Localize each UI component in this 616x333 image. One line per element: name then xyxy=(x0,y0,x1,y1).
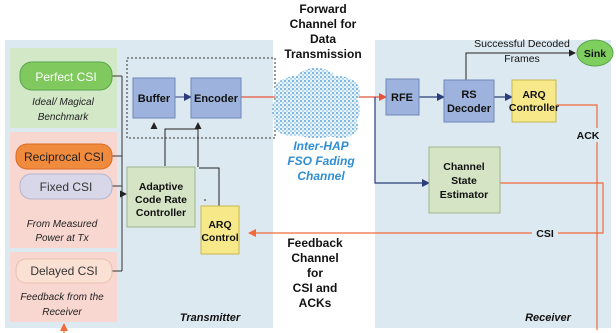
feedback-channel-line4: CSI and xyxy=(293,281,338,295)
feedback-channel-line3: for xyxy=(307,266,323,280)
successful-decoded-line1: Successful Decoded xyxy=(474,38,570,50)
csi-feedback-line xyxy=(248,182,604,237)
arq-controller-line1: ARQ xyxy=(522,89,545,101)
sink-label: Sink xyxy=(584,48,606,60)
feedback-channel-line5: ACKs xyxy=(299,296,332,310)
encoder-group-outline xyxy=(126,57,276,139)
adaptive-code-rate-controller-block xyxy=(126,166,196,228)
reciprocal-csi-option xyxy=(15,143,113,170)
forward-channel-line2: Channel for xyxy=(290,17,357,31)
rs-decoder-line1: RS xyxy=(461,89,476,101)
estimator-line2: State xyxy=(451,175,477,187)
arq-to-controller-link xyxy=(199,167,220,219)
successful-decoded-line2: Frames xyxy=(504,53,540,65)
adaptive-controller-line3: Controller xyxy=(136,207,186,219)
csi-feedback-label: CSI xyxy=(536,228,554,240)
ideal-note-line1: Ideal/ Magical xyxy=(32,97,94,108)
measured-note-line1: From Measured xyxy=(27,219,98,230)
forward-channel-line3: Data xyxy=(310,32,336,46)
adaptive-controller-line1: Adaptive xyxy=(139,181,184,193)
estimator-line1: Channel xyxy=(443,161,485,173)
rfe-label: RFE xyxy=(391,92,413,104)
forward-channel-line4: Transmission xyxy=(284,47,361,61)
rs-decoder-block xyxy=(443,79,495,123)
estimator-line3: Estimator xyxy=(440,189,488,201)
feedback-note-line2: Receiver xyxy=(42,307,82,318)
delayed-csi-label: Delayed CSI xyxy=(30,264,97,278)
perfect-csi-option xyxy=(19,61,113,91)
rs-decoder-line2: Decoder xyxy=(447,103,492,115)
transmitter-label: Transmitter xyxy=(180,312,241,324)
controller-to-buffer-arrow xyxy=(150,122,202,167)
perfect-csi-label: Perfect CSI xyxy=(35,70,96,84)
arq-controller-line2: Controller xyxy=(509,102,559,114)
arq-controller-block xyxy=(511,79,557,123)
rfe-block xyxy=(385,78,420,116)
arq-control-block xyxy=(200,205,240,255)
arq-control-line2: Control xyxy=(201,232,238,244)
ideal-note-line2: Benchmark xyxy=(38,112,90,123)
ack-label-bg xyxy=(574,128,603,142)
fading-channel-line3: Channel xyxy=(297,169,345,183)
forward-to-estimator-arrow xyxy=(374,97,430,187)
fading-channel-line2: FSO Fading xyxy=(287,154,355,168)
encoder-block xyxy=(190,77,242,119)
receiver-label: Receiver xyxy=(525,312,572,324)
fixed-csi-option xyxy=(19,173,113,200)
decoder-to-sink-arrow xyxy=(465,49,576,80)
reciprocal-csi-label: Reciprocal CSI xyxy=(24,150,104,164)
encoder-label: Encoder xyxy=(194,93,239,105)
fso-fading-cloud xyxy=(272,68,360,138)
sink-node xyxy=(576,39,614,67)
delayed-csi-option xyxy=(15,258,113,284)
ack-feedback-line xyxy=(556,104,598,330)
measured-note-line2: Power at Tx xyxy=(35,233,89,244)
fixed-csi-label: Fixed CSI xyxy=(40,180,93,194)
fading-channel-line1: Inter-HAP xyxy=(293,139,349,153)
feedback-channel-line1: Feedback xyxy=(287,236,343,250)
feedback-note-line1: Feedback from the xyxy=(20,292,104,303)
buffer-label: Buffer xyxy=(138,93,171,105)
adaptive-controller-line2: Code Rate xyxy=(135,194,187,206)
csi-label-bg xyxy=(532,226,558,240)
forward-channel-line1: Forward xyxy=(299,2,346,16)
ack-label: ACK xyxy=(577,130,600,142)
csi-bracket xyxy=(112,75,123,272)
feedback-channel-line2: Channel xyxy=(291,251,338,265)
channel-state-estimator-block xyxy=(428,146,501,214)
arq-control-line1: ARQ xyxy=(208,219,231,231)
buffer-block xyxy=(132,77,176,119)
